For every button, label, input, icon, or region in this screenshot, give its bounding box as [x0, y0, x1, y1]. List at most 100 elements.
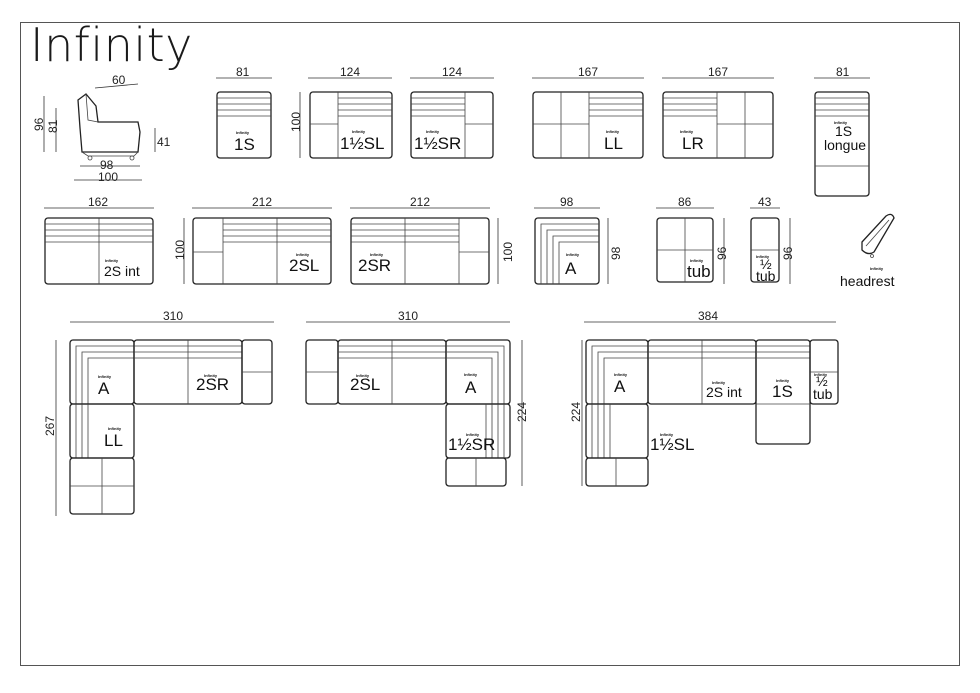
svg-text:100: 100 [501, 242, 515, 262]
module-label-1-5sr: 1½SR [414, 134, 461, 153]
svg-text:384: 384 [698, 309, 718, 323]
module-label-2s-int: 2S int [104, 263, 140, 279]
combo3-label-1s: 1S [772, 382, 793, 401]
combo3-label-tub: tub [813, 386, 833, 402]
svg-text:167: 167 [578, 65, 598, 79]
module-label-ll: LL [604, 134, 623, 153]
side-view: 60 96 81 41 98 100 [32, 73, 171, 184]
combo2-label-2sl: 2SL [350, 375, 380, 394]
combo3-label-2s-int: 2S int [706, 384, 742, 400]
module-1s-longue: 81 Infinity 1S longue [814, 65, 870, 197]
svg-text:Infinity: Infinity [352, 129, 366, 134]
svg-text:98: 98 [609, 246, 623, 260]
svg-text:Infinity: Infinity [660, 432, 674, 437]
svg-text:86: 86 [678, 195, 692, 209]
module-label-half-tub: tub [756, 268, 776, 284]
svg-text:Infinity: Infinity [98, 374, 112, 379]
side-height-96: 96 [32, 117, 46, 131]
module-label-tub: tub [687, 262, 711, 281]
module-label-2sl: 2SL [289, 256, 319, 275]
side-height-81: 81 [46, 119, 60, 133]
combo3-label-a: A [614, 377, 626, 396]
svg-text:Infinity: Infinity [776, 378, 790, 383]
side-depth-100: 100 [98, 170, 118, 184]
svg-text:224: 224 [515, 402, 529, 422]
svg-text:Infinity: Infinity [870, 266, 884, 271]
combo3-label-1-5sl: 1½SL [650, 435, 694, 454]
svg-text:100: 100 [289, 112, 303, 132]
combo-2: 310 224 Infinity 2SL Infinity A Infinity… [305, 309, 529, 487]
combo-1: 310 267 Infinity A Infinity 2SR Infinity… [43, 309, 274, 516]
side-seat-label: 41 [157, 135, 171, 149]
svg-text:212: 212 [410, 195, 430, 209]
svg-text:98: 98 [560, 195, 574, 209]
module-label-headrest: headrest [840, 273, 895, 289]
module-label-1-5sl: 1½SL [340, 134, 384, 153]
module-headrest: Infinity headrest [840, 213, 895, 289]
svg-text:Infinity: Infinity [370, 252, 384, 257]
module-label-1s-longue: 1S [835, 123, 852, 139]
svg-text:Infinity: Infinity [464, 372, 478, 377]
svg-text:Infinity: Infinity [204, 373, 218, 378]
page-frame [20, 22, 960, 666]
svg-text:310: 310 [398, 309, 418, 323]
svg-text:Infinity: Infinity [105, 258, 119, 263]
module-2s-int: 162 Infinity 2S int [44, 195, 154, 285]
combo-3: 384 224 Infinity A Infinity 2S int Infin… [569, 309, 839, 487]
module-label-lr: LR [682, 134, 704, 153]
svg-text:100: 100 [173, 240, 187, 260]
combo1-label-ll: LL [104, 431, 123, 450]
combo2-label-a: A [465, 378, 477, 397]
module-label-1s: 1S [234, 135, 255, 154]
svg-text:81: 81 [836, 65, 850, 79]
svg-text:167: 167 [708, 65, 728, 79]
module-lr: 167 Infinity LR [662, 65, 774, 159]
combo1-label-a: A [98, 379, 110, 398]
svg-text:Infinity: Infinity [756, 254, 770, 259]
combo1-label-2sr: 2SR [196, 375, 229, 394]
svg-text:212: 212 [252, 195, 272, 209]
svg-text:Infinity: Infinity [566, 252, 580, 257]
side-width-label: 60 [112, 73, 126, 87]
svg-text:267: 267 [43, 416, 57, 436]
svg-text:Infinity: Infinity [834, 120, 848, 125]
svg-text:Infinity: Infinity [426, 129, 440, 134]
module-label-a: A [565, 259, 577, 278]
svg-text:81: 81 [236, 65, 250, 79]
module-tub: 86 96 Infinity tub [656, 195, 729, 284]
module-2sl: 212 100 Infinity 2SL [173, 195, 332, 285]
combo2-label-1-5sr: 1½SR [448, 435, 495, 454]
module-label-2sr: 2SR [358, 256, 391, 275]
svg-text:Infinity: Infinity [614, 372, 628, 377]
svg-text:Infinity: Infinity [466, 432, 480, 437]
svg-text:Infinity: Infinity [690, 258, 704, 263]
svg-text:224: 224 [569, 402, 583, 422]
svg-text:Infinity: Infinity [814, 372, 828, 377]
module-1-5sr: 124 Infinity 1½SR [410, 65, 494, 159]
module-1-5sl: 124 100 Infinity 1½SL [289, 65, 393, 159]
svg-text:124: 124 [442, 65, 462, 79]
module-half-tub: 43 96 Infinity ½ tub [750, 195, 795, 284]
svg-text:Infinity: Infinity [236, 130, 250, 135]
svg-text:Infinity: Infinity [712, 380, 726, 385]
svg-text:124: 124 [340, 65, 360, 79]
side-depth-98: 98 [100, 158, 114, 172]
svg-text:Infinity: Infinity [606, 129, 620, 134]
svg-text:162: 162 [88, 195, 108, 209]
svg-text:Infinity: Infinity [296, 252, 310, 257]
svg-text:310: 310 [163, 309, 183, 323]
svg-text:Infinity: Infinity [108, 426, 122, 431]
module-label-half: ½ [760, 256, 772, 272]
module-ll: 167 Infinity LL [532, 65, 644, 159]
svg-text:Infinity: Infinity [680, 129, 694, 134]
svg-text:96: 96 [781, 246, 795, 260]
module-label-longue: longue [824, 137, 866, 153]
module-2sr: 212 100 Infinity 2SR [350, 195, 515, 285]
combo3-label-half: ½ [816, 373, 828, 389]
svg-text:43: 43 [758, 195, 772, 209]
svg-text:96: 96 [715, 246, 729, 260]
page-title: Infinity [30, 18, 193, 72]
module-a: 98 98 Infinity A [534, 195, 623, 285]
module-1s: 81 Infinity 1S [216, 65, 272, 159]
